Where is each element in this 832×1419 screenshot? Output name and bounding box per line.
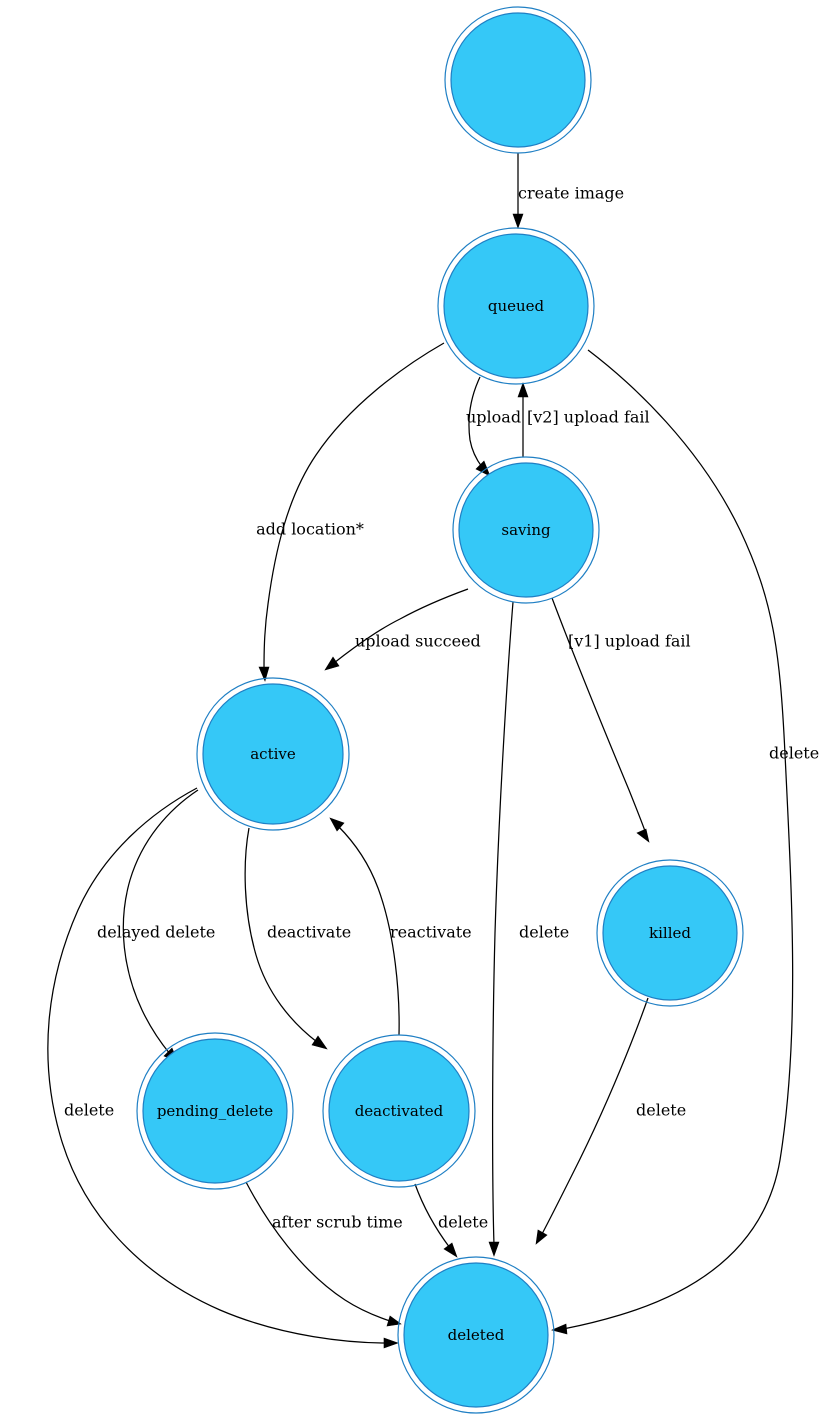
node-label-queued: queued (488, 297, 545, 315)
edge-label-queued-delete: delete (769, 744, 819, 763)
node-killed[interactable]: killed (596, 859, 744, 1007)
node-inner-circle (202, 683, 344, 825)
node-outer-ring (452, 456, 600, 604)
node-inner-circle (443, 233, 589, 379)
node-inner-circle (328, 1040, 470, 1182)
arrowhead-icon (535, 1229, 548, 1245)
edge-label-saving-delete: delete (519, 923, 569, 942)
node-saving[interactable]: saving (452, 456, 600, 604)
edge-deactivated-delete[interactable]: delete (414, 1183, 488, 1258)
nodes-layer: queued saving active killed pending_dele… (136, 6, 744, 1414)
arrowhead-icon (512, 213, 524, 229)
edge-label-v2-upload-fail: [v2] upload fail (527, 408, 650, 427)
arrowhead-icon (475, 460, 491, 477)
edge-label-v1-upload-fail: [v1] upload fail (568, 632, 691, 651)
node-queued[interactable]: queued (437, 227, 595, 385)
edge-after-scrub-time[interactable]: after scrub time (245, 1181, 403, 1327)
arrowhead-icon (551, 1323, 568, 1335)
node-outer-ring (444, 6, 592, 154)
arrowhead-icon (324, 656, 340, 671)
edge-path (541, 997, 649, 1235)
edge-label-deactivate: deactivate (267, 923, 351, 942)
edge-label-create-image: create image (518, 184, 624, 203)
edge-path (47, 787, 388, 1344)
edge-label-killed-delete: delete (636, 1101, 686, 1120)
node-active[interactable]: active (196, 677, 350, 831)
edge-label-deactivated-delete: delete (438, 1213, 488, 1232)
edge-add-location[interactable]: add location* (256, 342, 445, 682)
edge-path (414, 1183, 451, 1249)
edge-path (245, 1181, 391, 1322)
node-deactivated[interactable]: deactivated (322, 1034, 476, 1188)
edge-path (551, 597, 646, 832)
node-inner-circle (450, 12, 586, 148)
edge-upload-succeed[interactable]: upload succeed (324, 588, 481, 671)
edge-path (337, 825, 400, 1036)
node-inner-circle (458, 462, 594, 598)
edges-layer: create image upload [v2] upload fail add… (47, 153, 819, 1349)
edge-label-reactivate: reactivate (390, 923, 472, 942)
edge-label-delayed-delete: delayed delete (97, 923, 215, 942)
edge-create-image[interactable]: create image (512, 153, 624, 229)
arrowhead-icon (443, 1242, 458, 1258)
edge-path (468, 376, 483, 468)
edge-path (244, 827, 318, 1043)
node-label-killed: killed (649, 924, 691, 942)
node-deleted[interactable]: deleted (397, 1256, 555, 1414)
arrowhead-icon (383, 1337, 399, 1349)
node-label-pending-delete: pending_delete (157, 1102, 273, 1120)
node-start[interactable] (444, 6, 592, 154)
edge-upload[interactable]: upload (466, 376, 521, 477)
node-inner-circle (403, 1262, 549, 1408)
edge-label-upload: upload (466, 408, 521, 427)
node-label-active: active (250, 745, 296, 763)
edge-path (263, 342, 445, 671)
edge-path (562, 349, 794, 1330)
arrowhead-icon (386, 1315, 402, 1327)
edge-label-add-location: add location* (256, 520, 364, 539)
node-outer-ring (322, 1034, 476, 1188)
node-pending-delete[interactable]: pending_delete (136, 1032, 294, 1190)
edge-path (122, 789, 199, 1055)
edge-v2-upload-fail[interactable]: [v2] upload fail (517, 382, 650, 457)
node-outer-ring (437, 227, 595, 385)
arrowhead-icon (488, 1241, 500, 1257)
arrowhead-icon (517, 382, 529, 398)
edge-path (333, 588, 469, 664)
edge-label-active-delete: delete (64, 1101, 114, 1120)
node-label-deactivated: deactivated (355, 1102, 444, 1120)
arrowhead-icon (311, 1035, 328, 1050)
node-outer-ring (196, 677, 350, 831)
node-label-deleted: deleted (448, 1326, 505, 1344)
arrowhead-icon (329, 817, 345, 832)
edge-path (491, 601, 514, 1246)
node-inner-circle (142, 1038, 288, 1184)
node-label-saving: saving (501, 521, 551, 539)
node-inner-circle (602, 865, 738, 1001)
edge-delayed-delete[interactable]: delayed delete (97, 789, 215, 1063)
edge-saving-delete[interactable]: delete (488, 601, 569, 1257)
node-outer-ring (397, 1256, 555, 1414)
arrowhead-icon (258, 666, 270, 682)
edge-label-upload-succeed: upload succeed (355, 632, 481, 651)
edge-deactivate[interactable]: deactivate (244, 827, 351, 1050)
edge-queued-delete[interactable]: delete (551, 349, 819, 1335)
edge-v1-upload-fail[interactable]: [v1] upload fail (551, 597, 691, 843)
node-outer-ring (136, 1032, 294, 1190)
node-outer-ring (596, 859, 744, 1007)
edge-killed-delete[interactable]: delete (535, 997, 686, 1245)
edge-label-after-scrub-time: after scrub time (272, 1213, 403, 1232)
arrowhead-icon (636, 828, 650, 843)
edge-reactivate[interactable]: reactivate (329, 817, 472, 1036)
edge-active-delete[interactable]: delete (47, 787, 399, 1349)
